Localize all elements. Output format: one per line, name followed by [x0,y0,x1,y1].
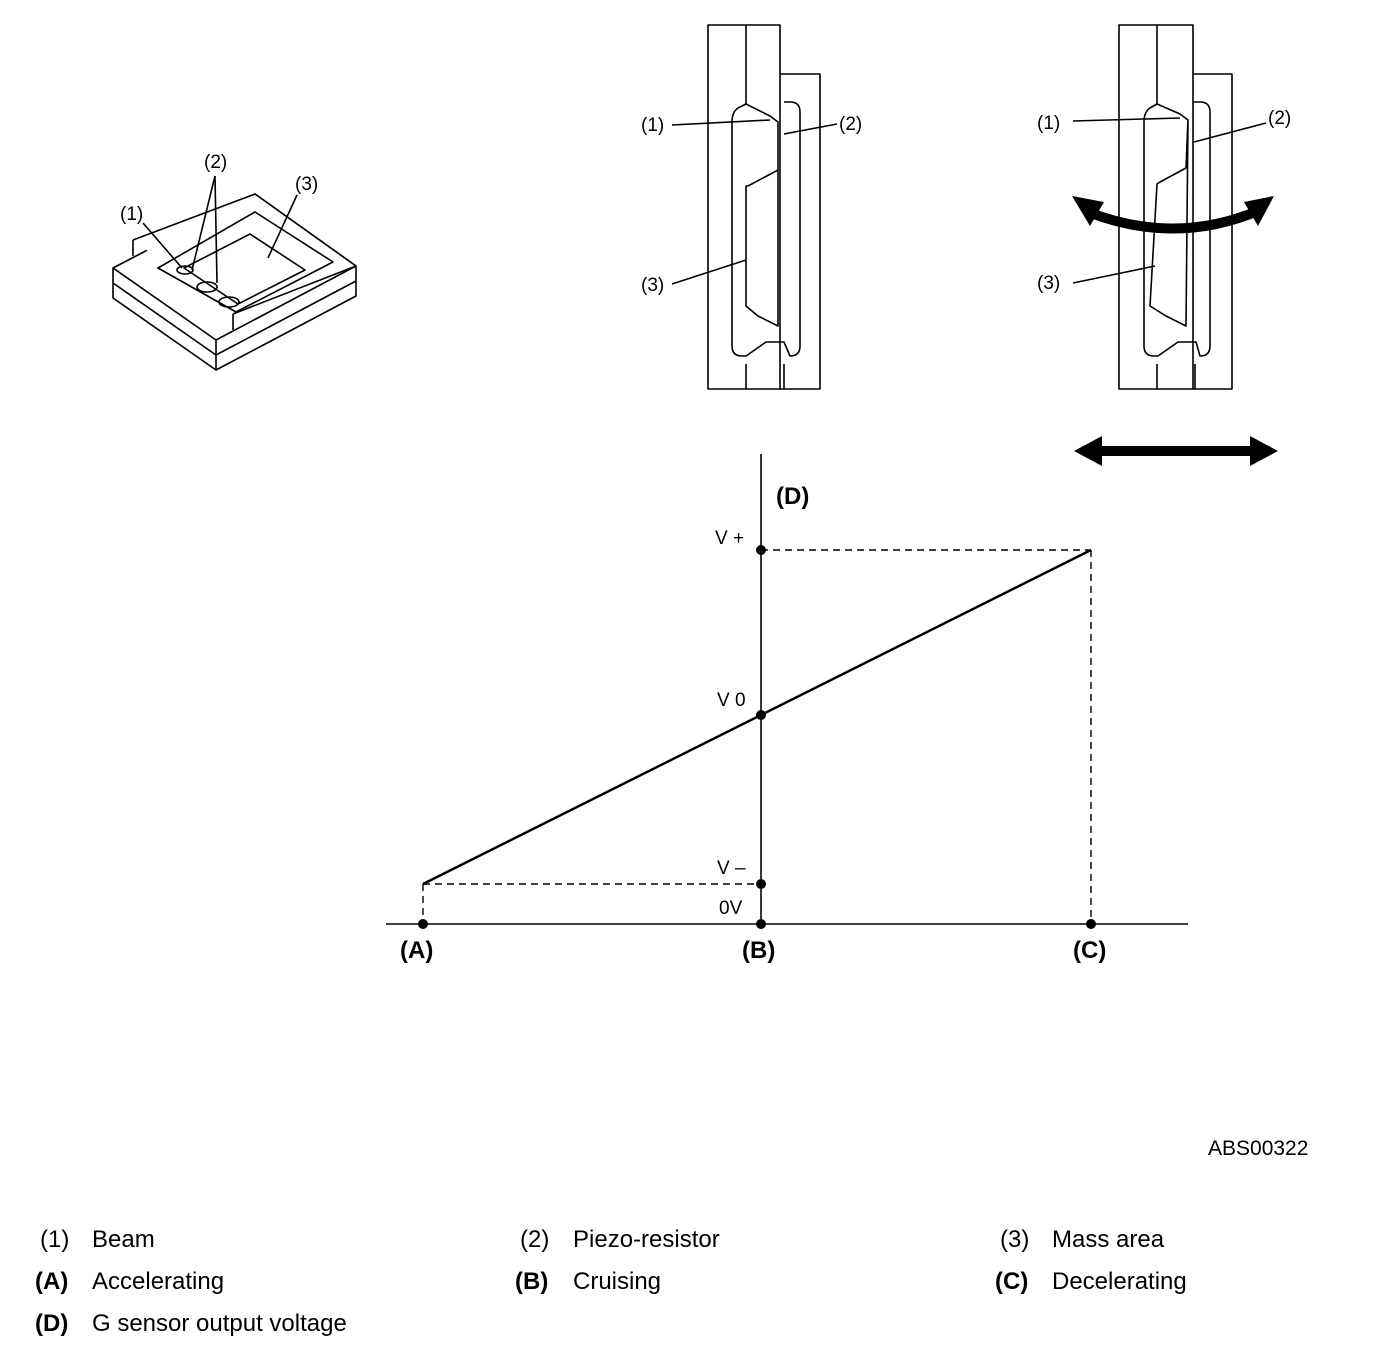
label-v-plus: V + [715,528,744,549]
label-point-c: (C) [1073,937,1106,964]
label-v-zero: V 0 [717,690,746,711]
label-v-minus: V – [717,858,746,879]
deflected-callout-1: (1) [1037,113,1060,134]
chip-callout-2: (2) [204,152,227,173]
point-v-plus [756,545,766,555]
point-v-zero [756,710,766,720]
y-axis-label: (D) [776,483,809,510]
point-a [418,919,428,929]
point-c [1086,919,1096,929]
section-view-rest [671,24,838,390]
label-point-a: (A) [400,937,433,964]
rest-callout-2: (2) [839,114,862,135]
chip-callout-1: (1) [120,204,143,225]
horizontal-double-arrow [1074,436,1278,466]
sensor-chip-illustration [112,175,357,371]
swing-arrow [1072,196,1274,234]
output-voltage-graph [386,454,1188,929]
rest-callout-3: (3) [641,275,664,296]
point-b [756,919,766,929]
section-view-deflected [1072,24,1267,390]
rest-callout-1: (1) [641,115,664,136]
deflected-callout-3: (3) [1037,273,1060,294]
point-v-minus [756,879,766,889]
deflected-callout-2: (2) [1268,108,1291,129]
chip-callout-3: (3) [295,174,318,195]
label-zero-volt: 0V [719,898,743,919]
figure-id: ABS00322 [1208,1137,1308,1160]
label-point-b: (B) [742,937,775,964]
